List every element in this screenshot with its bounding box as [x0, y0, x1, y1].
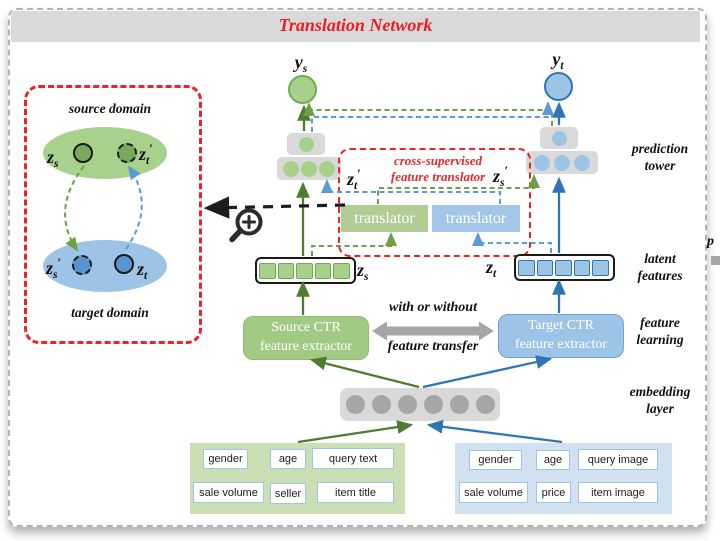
target-feature-chip: age [536, 450, 570, 470]
yt-label: yt [552, 49, 564, 72]
title-band [11, 11, 700, 42]
zt-translated-label: zt′ [347, 166, 361, 192]
inset-zt-label: zt [137, 259, 148, 282]
target-feature-chip: gender [469, 450, 522, 470]
transfer-note-bottom: feature transfer [387, 339, 479, 354]
transfer-note-top: with or without [389, 300, 477, 315]
target-tower-bottom [526, 151, 598, 174]
zt-point [114, 254, 134, 274]
source-tower-top [287, 133, 325, 155]
inset-zs-label: zs [47, 147, 59, 170]
target-tower-top [540, 127, 578, 149]
target-domain-ellipse [43, 240, 167, 292]
zs-latent-vector [255, 257, 356, 284]
source-feature-chip: query text [312, 448, 394, 469]
yt-output-node [544, 72, 573, 101]
target-feature-chip: item image [578, 482, 658, 503]
figure-dashed-border [8, 8, 707, 527]
source-translator: translator [341, 205, 428, 232]
domain-inset-box [24, 85, 202, 344]
source-feature-chip: item title [317, 482, 394, 503]
zs-translated-label: zs′ [493, 163, 509, 189]
inset-zs-translated-label: zs′ [46, 255, 62, 281]
ys-output-node [288, 75, 317, 104]
inset-zt-translated-label: zt′ [139, 141, 153, 167]
cropped-edge-bar [711, 256, 720, 265]
cropped-edge-text: p [707, 234, 714, 249]
source-feature-chip: age [270, 449, 306, 469]
target-translator: translator [432, 205, 520, 232]
zt-latent-vector [514, 254, 615, 281]
zt-latent-label: zt [486, 257, 497, 280]
zt-translated-point [117, 143, 137, 163]
zs-translated-point [72, 255, 92, 275]
source-domain-ellipse [43, 127, 167, 179]
target-feature-chip: sale volume [459, 482, 528, 503]
source-feature-chip: seller [270, 483, 306, 504]
source-feature-chip: gender [203, 449, 248, 469]
figure-title: Translation Network [278, 15, 433, 35]
source-domain-label: source domain [68, 101, 152, 116]
embedding-layer [340, 388, 500, 421]
target-feature-chip: query image [578, 449, 658, 470]
source-feature-chip: sale volume [193, 482, 264, 503]
source-tower-bottom [277, 157, 341, 180]
zs-point [73, 143, 93, 163]
ys-label: ys [294, 52, 308, 75]
target-domain-label: target domain [71, 305, 149, 320]
zs-latent-label: zs [357, 260, 369, 283]
target-feature-chip: price [536, 482, 571, 503]
